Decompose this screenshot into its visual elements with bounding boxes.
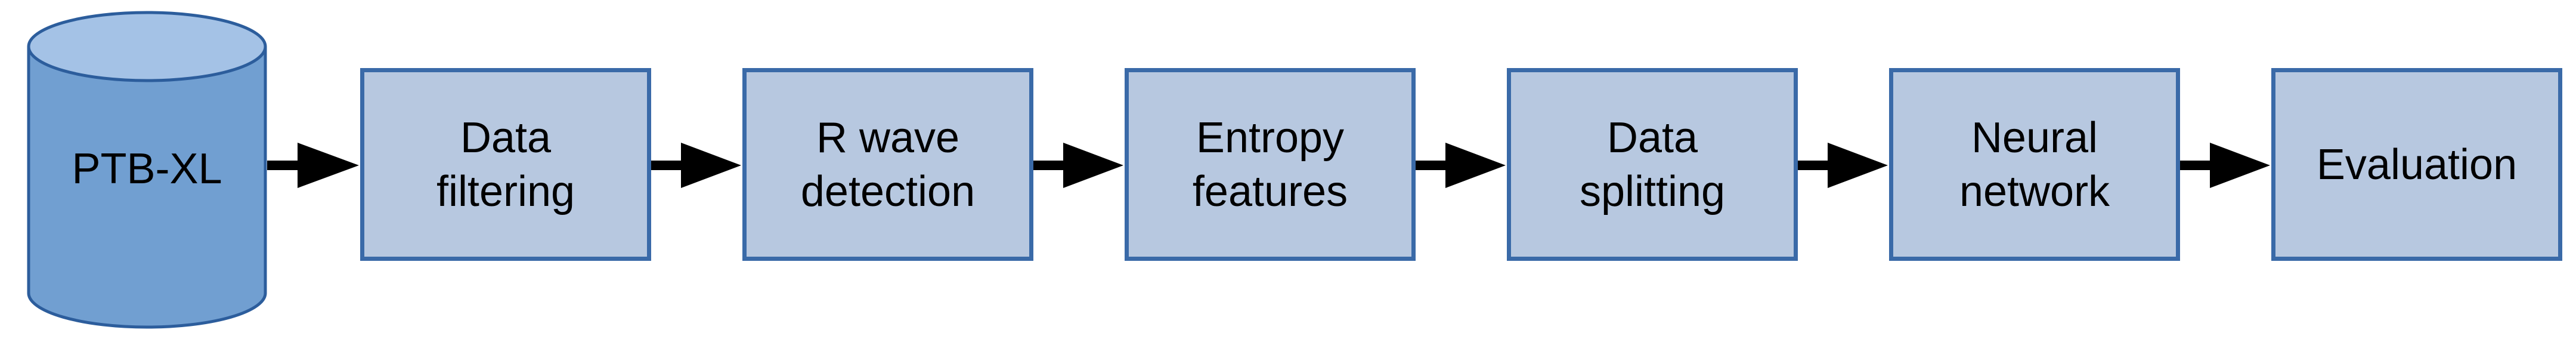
process-box-entropy-features: Entropy features xyxy=(1125,68,1416,261)
process-box-data-filtering: Data filtering xyxy=(360,68,651,261)
flow-arrow-5 xyxy=(1798,143,1888,188)
database-label: PTB-XL xyxy=(72,145,222,193)
flow-arrow-6 xyxy=(2180,143,2270,188)
flow-arrow-1 xyxy=(267,143,359,188)
process-box-r-wave-detection: R wave detection xyxy=(742,68,1033,261)
process-label: Data splitting xyxy=(1579,113,1726,215)
flow-arrow-4 xyxy=(1416,143,1506,188)
process-box-evaluation: Evaluation xyxy=(2271,68,2562,261)
process-label: Neural network xyxy=(1959,113,2110,215)
process-box-data-splitting: Data splitting xyxy=(1507,68,1798,261)
process-label: R wave detection xyxy=(800,113,976,215)
process-box-neural-network: Neural network xyxy=(1889,68,2180,261)
flow-arrow-2 xyxy=(651,143,741,188)
flow-arrow-3 xyxy=(1033,143,1123,188)
process-label: Data filtering xyxy=(436,113,575,215)
process-label: Evaluation xyxy=(2316,140,2518,189)
process-label: Entropy features xyxy=(1192,113,1348,215)
database-node-ptbxl: PTB-XL xyxy=(27,8,267,329)
database-cylinder-icon xyxy=(27,11,267,329)
